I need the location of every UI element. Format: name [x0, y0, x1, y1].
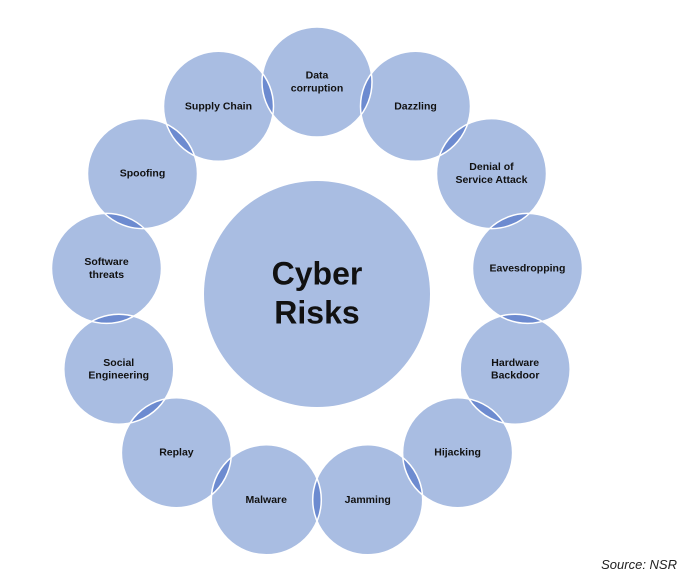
risk-social-engineering-circle	[63, 314, 174, 425]
risk-denial-of-service-attack-circle	[436, 118, 547, 229]
risk-spoofing-label: Spoofing	[120, 167, 166, 179]
risk-eavesdropping-label: Eavesdropping	[490, 262, 566, 274]
risk-dazzling-outline	[359, 50, 472, 163]
risk-hijacking-outline	[401, 396, 514, 509]
risk-malware-label: Malware	[246, 494, 288, 506]
source-note: Source: NSR	[601, 557, 677, 572]
risk-hardware-backdoor-circle	[460, 314, 571, 425]
risk-replay-outline	[120, 396, 233, 509]
risk-malware-outline	[210, 444, 323, 556]
risk-jamming-outline	[311, 444, 424, 556]
risk-hardware-backdoor-outline	[459, 313, 571, 425]
risk-denial-of-service-attack-outline	[435, 117, 548, 230]
risk-dazzling-label: Dazzling	[394, 100, 437, 112]
risk-eavesdropping-outline	[471, 212, 584, 325]
risk-spoofing-circle	[87, 118, 198, 229]
risk-hijacking-label: Hijacking	[434, 446, 481, 458]
risk-jamming-circle	[312, 444, 423, 555]
risk-replay-circle	[121, 397, 232, 508]
risk-supply-chain-outline	[162, 50, 275, 163]
center-circle	[204, 181, 430, 407]
risk-software-threats-outline	[50, 212, 163, 325]
risk-data-corruption-circle	[262, 27, 372, 137]
risk-data-corruption-outline	[261, 26, 373, 138]
risk-hijacking-circle	[402, 397, 513, 508]
risk-software-threats-circle	[51, 213, 162, 324]
risk-supply-chain-label: Supply Chain	[185, 100, 252, 112]
risk-malware-circle	[211, 444, 322, 555]
risk-jamming-label: Jamming	[345, 494, 391, 506]
risk-dazzling-circle	[360, 51, 471, 162]
risk-replay-label: Replay	[159, 446, 194, 458]
risk-social-engineering-outline	[63, 313, 175, 425]
risk-spoofing-outline	[86, 117, 199, 230]
risk-supply-chain-circle	[163, 51, 274, 162]
risk-eavesdropping-circle	[472, 213, 583, 324]
